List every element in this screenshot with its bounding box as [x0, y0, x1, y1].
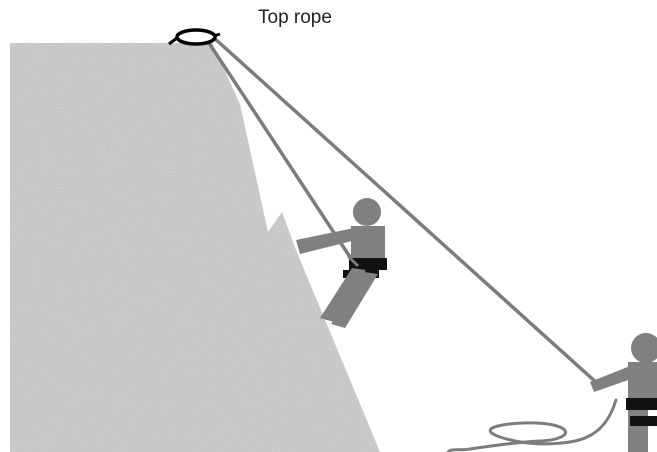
- belayer-arm: [590, 366, 634, 392]
- rope-pile: [448, 400, 616, 452]
- belayer: [590, 333, 657, 452]
- climber-torso: [351, 226, 385, 262]
- climber-head: [353, 198, 381, 226]
- belayer-torso: [628, 362, 657, 400]
- belayer-harness: [626, 398, 657, 410]
- top-anchor: [169, 30, 220, 44]
- top-rope-label: Top rope: [258, 8, 332, 27]
- belayer-leg-band: [630, 416, 657, 426]
- anchor-ring: [177, 30, 215, 44]
- belayer-head: [631, 333, 657, 363]
